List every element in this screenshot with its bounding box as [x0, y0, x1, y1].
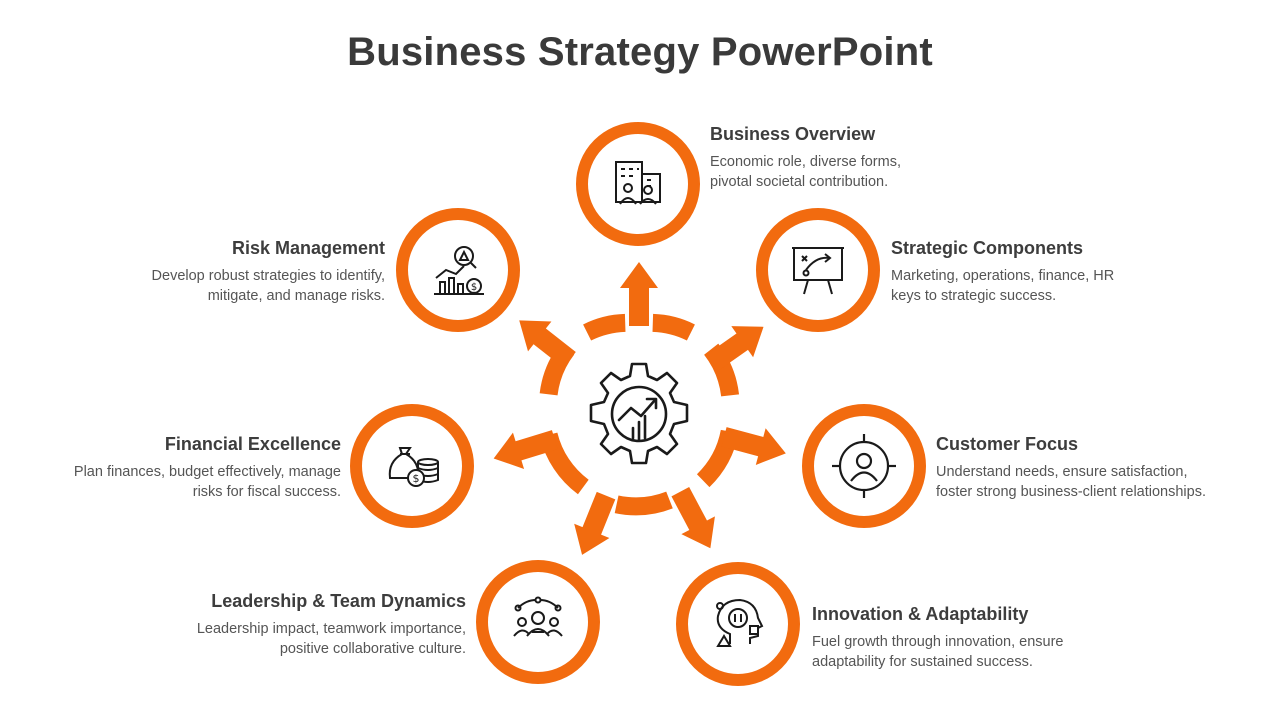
- item-description: Economic role, diverse forms, pivotal soc…: [710, 153, 1040, 192]
- arrow-lower-left: [574, 491, 616, 555]
- item-description: Plan finances, budget effectively, manag…: [11, 463, 341, 502]
- item-description-line: positive collaborative culture.: [279, 640, 466, 657]
- item-description-line: keys to strategic success.: [891, 287, 1057, 304]
- item-title: Risk Management: [231, 238, 385, 258]
- arrows: [493, 262, 786, 555]
- money-bag-coins-icon: $: [388, 447, 439, 487]
- target-user-icon: [832, 434, 896, 498]
- item-description: Marketing, operations, finance, HR keys t…: [891, 267, 1221, 306]
- item-description-line: adaptability for sustained success.: [812, 653, 1033, 670]
- svg-text:$: $: [471, 282, 477, 293]
- item-description-line: foster strong business-client relationsh…: [936, 483, 1206, 500]
- item-description-line: Leadership impact, teamwork importance,: [196, 621, 466, 637]
- team-network-icon: [513, 596, 563, 637]
- node-innovation-adaptability: [676, 562, 800, 686]
- item-title: Leadership & Team Dynamics: [211, 591, 466, 611]
- item-title: Financial Excellence: [164, 434, 341, 454]
- strategy-board-icon: [792, 247, 844, 295]
- arrow-lower-right: [671, 487, 715, 549]
- item-customer-focus: Customer Focus Understand needs, ensure …: [936, 434, 1276, 502]
- item-title: Customer Focus: [936, 434, 1079, 454]
- item-title: Innovation & Adaptability: [812, 604, 1029, 624]
- item-risk-management: Risk Management Develop robust strategie…: [55, 238, 385, 306]
- node-financial-excellence: $: [350, 404, 474, 528]
- ring-segment: [614, 491, 673, 516]
- item-title: Business Overview: [710, 124, 876, 144]
- page-title: Business Strategy PowerPoint: [347, 30, 933, 74]
- item-description: Fuel growth through innovation, ensure ad…: [812, 633, 1142, 672]
- item-business-overview: Business Overview Economic role, diverse…: [710, 124, 1040, 192]
- item-description-line: Understand needs, ensure satisfaction,: [936, 464, 1188, 480]
- arrow-left: [493, 430, 558, 470]
- item-strategic-components: Strategic Components Marketing, operatio…: [891, 238, 1221, 306]
- item-description: Develop robust strategies to identify, mi…: [55, 267, 385, 306]
- arrow-up: [620, 262, 658, 326]
- svg-text:$: $: [413, 472, 420, 485]
- arrow-right: [721, 427, 786, 465]
- office-building-people-icon: [615, 161, 661, 205]
- node-customer-focus: [802, 404, 926, 528]
- item-description-line: pivotal societal contribution.: [710, 173, 889, 190]
- item-description: Leadership impact, teamwork importance, p…: [136, 620, 466, 659]
- item-description-line: Economic role, diverse forms,: [710, 154, 901, 170]
- risk-chart-icon: $: [434, 246, 484, 295]
- node-leadership-team: [476, 560, 600, 684]
- ring-segment: [583, 313, 626, 341]
- ring-segment: [652, 313, 695, 341]
- arrow-upper-left: [519, 320, 576, 368]
- item-description-line: Develop robust strategies to identify,: [151, 268, 385, 284]
- node-risk-management: $: [396, 208, 520, 332]
- item-description-line: Fuel growth through innovation, ensure: [812, 634, 1064, 650]
- head-innovation-icon: [716, 598, 764, 647]
- gear-growth-chart-icon: [589, 362, 689, 465]
- item-financial-excellence: Financial Excellence Plan finances, budg…: [11, 434, 341, 502]
- item-description-line: mitigate, and manage risks.: [207, 287, 385, 304]
- node-business-overview: [576, 122, 700, 246]
- item-leadership-team: Leadership & Team Dynamics Leadership im…: [136, 591, 466, 659]
- item-description-line: Plan finances, budget effectively, manag…: [73, 464, 341, 480]
- arrow-upper-right: [705, 326, 764, 372]
- item-description: Understand needs, ensure satisfaction, fo…: [936, 463, 1276, 502]
- node-strategic-components: [756, 208, 880, 332]
- item-description-line: Marketing, operations, finance, HR: [891, 268, 1115, 284]
- item-title: Strategic Components: [891, 238, 1084, 258]
- item-description-line: risks for fiscal success.: [192, 483, 341, 500]
- item-innovation-adaptability: Innovation & Adaptability Fuel growth th…: [812, 604, 1142, 672]
